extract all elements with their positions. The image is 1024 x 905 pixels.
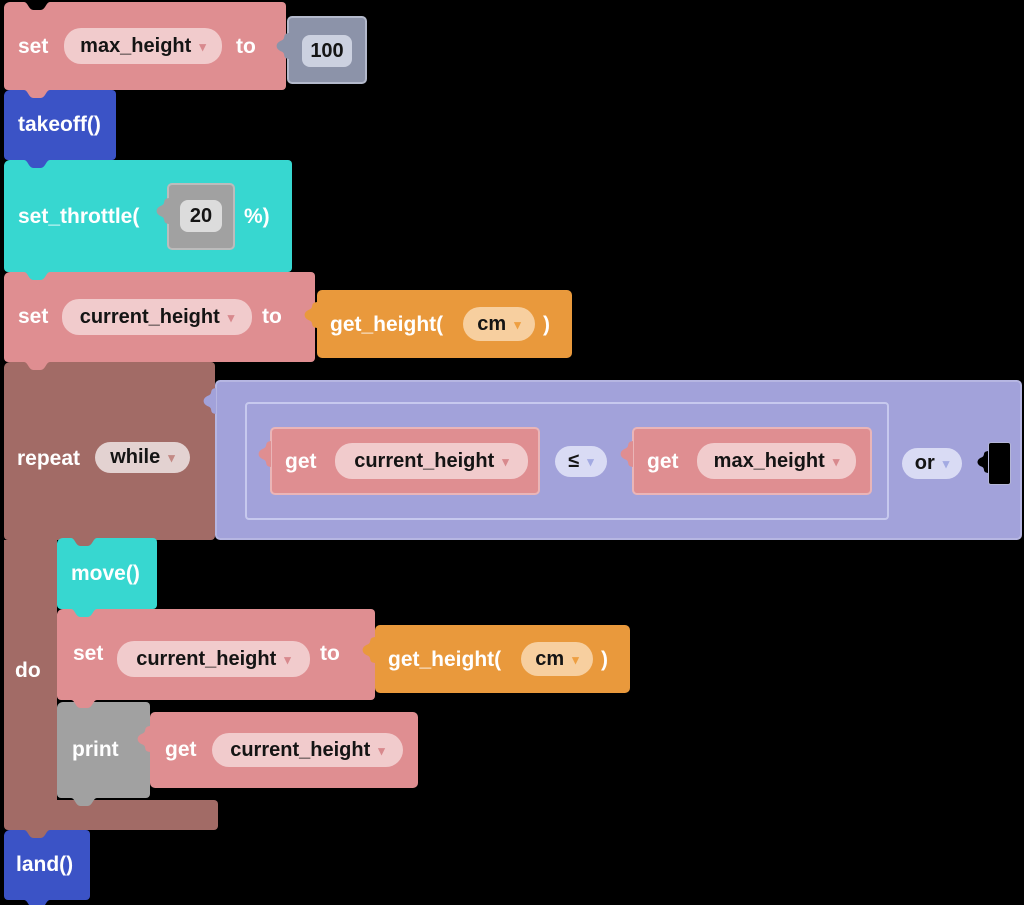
to-keyword: to (320, 642, 340, 665)
get-height-open: get_height( (388, 648, 502, 671)
block-get-height[interactable]: get_height( cm ▾ ) (304, 290, 572, 358)
dropdown-arrow-icon: ▾ (378, 742, 385, 758)
value-tab-connector (137, 726, 150, 752)
get-height-open: get_height( (330, 313, 444, 336)
value-tab-connector (156, 198, 169, 224)
dropdown-current-height[interactable]: current_height ▾ (117, 641, 310, 677)
dropdown-arrow-icon: ▾ (284, 651, 291, 667)
to-keyword: to (236, 35, 256, 58)
block-repeat-footer[interactable] (4, 800, 218, 830)
dropdown-max-height[interactable]: max_height ▾ (64, 28, 222, 64)
dropdown-value: current_height (230, 738, 371, 761)
repeat-keyword: repeat (17, 447, 81, 470)
value-tab-connector (620, 441, 633, 467)
dropdown-arrow-icon: ▾ (572, 651, 579, 667)
number-field-20[interactable]: 20 (180, 200, 222, 232)
block-set-max-height[interactable]: set max_height ▾ to (4, 2, 286, 90)
block-number-100[interactable]: 100 (276, 16, 367, 84)
set-throttle-open: set_throttle( (18, 205, 140, 228)
statement-tab-connector (71, 538, 97, 546)
statement-tab-connector (71, 700, 97, 708)
dropdown-value: cm (535, 647, 565, 670)
value-tab-connector (362, 637, 375, 663)
land-label: land() (16, 853, 74, 876)
block-set-current-height[interactable]: set current_height ▾ to (4, 272, 315, 362)
set-keyword: set (18, 35, 49, 58)
dropdown-current-height[interactable]: current_height ▾ (62, 299, 252, 335)
dropdown-arrow-icon: ▾ (502, 453, 509, 469)
block-get-max-height[interactable]: get max_height ▾ (620, 427, 872, 495)
set-keyword: set (73, 642, 104, 665)
dropdown-value: current_height (79, 305, 220, 328)
to-keyword: to (262, 305, 282, 328)
dropdown-current-height[interactable]: current_height ▾ (212, 733, 403, 767)
block-do-set-current-height[interactable]: set current_height ▾ to (57, 609, 375, 700)
dropdown-value: current_height (354, 449, 495, 472)
dropdown-arrow-icon: ▾ (514, 316, 521, 332)
dropdown-max-height[interactable]: max_height ▾ (697, 443, 856, 479)
value-tab-connector (203, 388, 216, 414)
block-get-current-height[interactable]: get current_height ▾ (258, 427, 540, 495)
get-height-close: ) (543, 313, 550, 336)
dropdown-operator[interactable]: ≤ ▾ (555, 446, 607, 477)
value-tab-connector (258, 441, 271, 467)
statement-tab-connector (71, 609, 97, 617)
dropdown-value: cm (477, 312, 507, 335)
block-repeat-header[interactable]: repeat while ▾ (4, 362, 215, 540)
dropdown-arrow-icon: ▾ (199, 38, 206, 54)
block-move[interactable]: move() (57, 538, 157, 609)
dropdown-arrow-icon: ▾ (587, 454, 594, 469)
dropdown-unit-cm[interactable]: cm ▾ (463, 307, 535, 341)
set-keyword: set (18, 305, 49, 328)
dropdown-unit-cm[interactable]: cm ▾ (521, 642, 593, 676)
get-keyword: get (165, 738, 197, 761)
statement-tab-connector (24, 272, 50, 280)
dropdown-value: while (110, 446, 161, 468)
statement-tab-connector (24, 900, 50, 905)
block-get-height[interactable]: get_height( cm ▾ ) (362, 625, 630, 693)
get-height-close: ) (601, 648, 608, 671)
value-tab-connector (304, 302, 317, 328)
statement-tab-connector (24, 362, 50, 370)
move-label: move() (71, 562, 140, 585)
dropdown-arrow-icon: ▾ (832, 453, 840, 469)
block-logic-or[interactable]: get current_height ▾ ≤ ▾ get max_height … (215, 380, 1022, 540)
do-keyword: do (15, 659, 41, 682)
dropdown-value: ≤ (568, 450, 580, 472)
dropdown-arrow-icon: ▾ (168, 450, 175, 465)
dropdown-arrow-icon: ▾ (942, 456, 950, 471)
dropdown-value: or (914, 452, 935, 474)
dropdown-current-height[interactable]: current_height ▾ (335, 443, 528, 479)
block-repeat-spine[interactable]: do (4, 540, 57, 800)
get-keyword: get (285, 450, 317, 473)
dropdown-value: max_height (80, 34, 192, 57)
takeoff-label: takeoff() (18, 113, 101, 136)
empty-input-socket[interactable] (988, 442, 1011, 485)
value-tab-connector (276, 33, 289, 59)
number-field-100[interactable]: 100 (302, 35, 352, 67)
statement-tab-connector (24, 90, 50, 98)
dropdown-value: current_height (136, 647, 277, 670)
dropdown-while[interactable]: while ▾ (95, 442, 190, 473)
dropdown-arrow-icon: ▾ (227, 309, 235, 325)
empty-socket-tab[interactable] (976, 451, 989, 473)
statement-tab-connector (24, 160, 50, 168)
statement-tab-connector (24, 830, 50, 838)
block-set-throttle[interactable]: set_throttle( 20 %) (4, 160, 292, 272)
block-takeoff[interactable]: takeoff() (4, 90, 116, 160)
comparison-group (245, 402, 889, 520)
set-throttle-close: %) (244, 205, 270, 228)
get-keyword: get (647, 450, 679, 473)
statement-notch (24, 2, 50, 10)
block-get-current-height[interactable]: get current_height ▾ (137, 712, 418, 788)
block-print[interactable]: print (57, 702, 150, 798)
block-number-20[interactable]: 20 (156, 183, 235, 250)
dropdown-value: max_height (713, 449, 825, 472)
block-land[interactable]: land() (4, 830, 90, 900)
statement-tab-connector (71, 798, 97, 806)
dropdown-combinator-or[interactable]: or ▾ (902, 448, 962, 479)
print-label: print (72, 738, 119, 761)
